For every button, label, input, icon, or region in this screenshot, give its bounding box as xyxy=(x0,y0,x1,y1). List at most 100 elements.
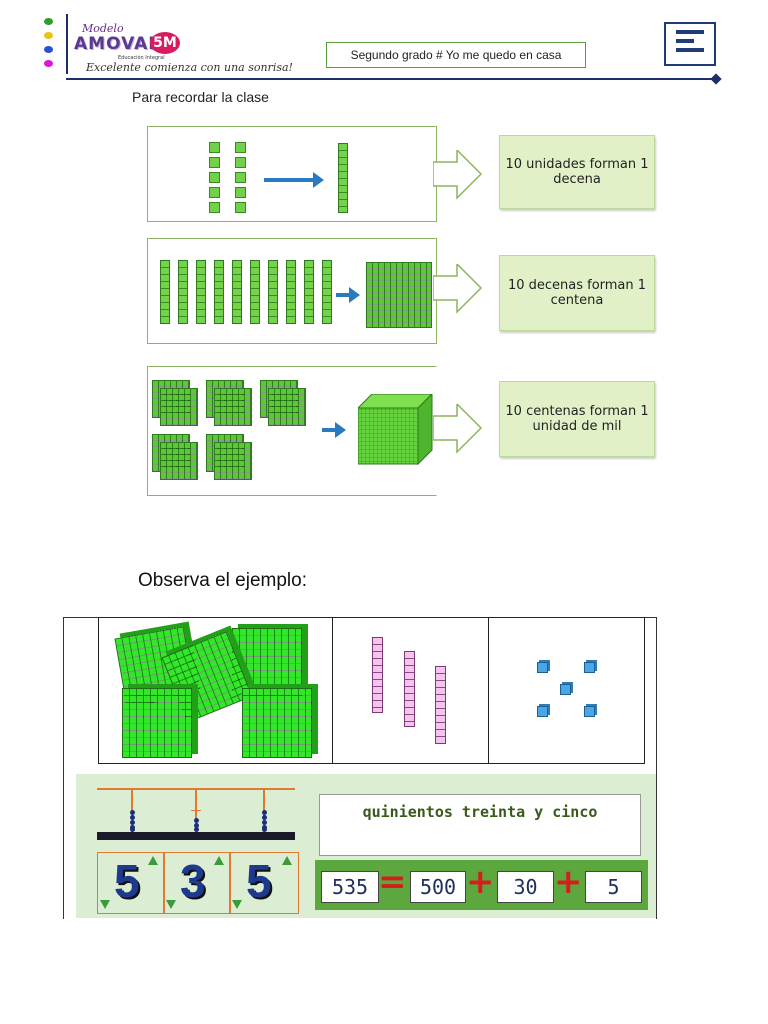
equation-total: 535 xyxy=(321,871,379,903)
concept-panel-units xyxy=(147,126,437,222)
thousand-cube xyxy=(358,394,433,466)
abacus-bead xyxy=(262,810,267,815)
table-divider xyxy=(332,618,333,763)
increment-arrow-icon[interactable] xyxy=(214,856,224,865)
increment-arrow-icon[interactable] xyxy=(282,856,292,865)
big-arrow-icon xyxy=(433,404,483,454)
ten-rod xyxy=(286,260,296,324)
example-table xyxy=(98,617,645,764)
unit-cube xyxy=(235,172,246,183)
concept-box-1: 10 unidades forman 1 decena xyxy=(499,135,655,209)
unit-cube xyxy=(235,187,246,198)
abacus-bead xyxy=(262,827,267,832)
brand-tagline: Excelente comienza con una sonrisa! xyxy=(86,61,293,74)
brand-badge: 5M xyxy=(150,32,180,54)
ten-rod xyxy=(196,260,206,324)
big-arrow-icon xyxy=(433,150,483,200)
hundred-flat xyxy=(214,442,252,480)
plus-sign: + xyxy=(466,862,495,902)
digit-cell-hundreds xyxy=(97,852,165,914)
ten-rod xyxy=(304,260,314,324)
increment-arrow-icon[interactable] xyxy=(148,856,158,865)
abacus-tick xyxy=(191,810,201,811)
hundred-flat xyxy=(160,442,198,480)
big-arrow-icon xyxy=(433,264,483,314)
ten-rod xyxy=(250,260,260,324)
ten-rod xyxy=(214,260,224,324)
decrement-arrow-icon[interactable] xyxy=(166,900,176,909)
number-in-words: quinientos treinta y cinco xyxy=(319,794,641,856)
blue-arrow-icon xyxy=(264,172,324,188)
ten-rod xyxy=(268,260,278,324)
unit-cube xyxy=(209,187,220,198)
unit-cube xyxy=(235,142,246,153)
abacus-bead xyxy=(194,827,199,832)
unit-cubes xyxy=(205,140,255,218)
grade-title: Segundo grado # Yo me quedo en casa xyxy=(326,42,586,68)
brand-subtitle: Educación Integral xyxy=(118,55,165,61)
digit-tens: 3 xyxy=(180,855,206,907)
abacus-bead xyxy=(130,827,135,832)
magenta-dot-icon xyxy=(44,60,53,67)
decrement-arrow-icon[interactable] xyxy=(232,900,242,909)
abacus-bead xyxy=(262,820,267,825)
unit-cube xyxy=(209,172,220,183)
ten-rods-group xyxy=(158,258,338,328)
icon-bar xyxy=(676,39,694,43)
abacus-bead xyxy=(262,815,267,820)
unit-cube-blue xyxy=(584,706,595,717)
decrement-arrow-icon[interactable] xyxy=(100,900,110,909)
hundred-flat xyxy=(366,262,432,328)
document-icon xyxy=(664,22,716,66)
hundred-block xyxy=(122,688,192,758)
concept-box-2: 10 decenas forman 1 centena xyxy=(499,255,655,331)
header-vertical-rule xyxy=(66,14,68,74)
abacus-bead xyxy=(130,815,135,820)
digit-hundreds: 5 xyxy=(114,855,140,907)
ten-rod xyxy=(160,260,170,324)
example-heading: Observa el ejemplo: xyxy=(138,570,307,591)
ten-rod-pink xyxy=(435,666,446,744)
ten-rod xyxy=(178,260,188,324)
unit-cube xyxy=(209,202,220,213)
unit-cube-blue xyxy=(537,662,548,673)
example-frame-left xyxy=(63,617,64,919)
ten-rod-pink xyxy=(404,651,415,727)
intro-text: Para recordar la clase xyxy=(132,89,269,105)
abacus-bead xyxy=(130,820,135,825)
ten-rod-pink xyxy=(372,637,383,713)
brand-logo: AMOVAK xyxy=(74,34,163,54)
abacus-bead xyxy=(194,818,199,823)
digit-units: 5 xyxy=(246,855,272,907)
unit-cube-blue xyxy=(560,684,571,695)
hundred-flat xyxy=(160,388,198,426)
icon-bar xyxy=(676,30,704,34)
blue-arrow-icon xyxy=(336,287,360,303)
hundred-flat xyxy=(214,388,252,426)
digit-cell-units xyxy=(229,852,299,914)
equals-sign: = xyxy=(378,862,407,902)
ten-rod xyxy=(232,260,242,324)
yellow-dot-icon xyxy=(44,32,53,39)
unit-cube xyxy=(209,142,220,153)
unit-cube xyxy=(235,202,246,213)
abacus-bead xyxy=(194,823,199,828)
hundred-stacks xyxy=(152,380,312,480)
example-frame-right xyxy=(656,617,657,919)
unit-cube-blue xyxy=(537,706,548,717)
ten-rod xyxy=(322,260,332,324)
concept-box-3: 10 centenas forman 1 unidad de mil xyxy=(499,381,655,457)
hundred-block xyxy=(242,688,312,758)
abacus-bead xyxy=(130,810,135,815)
blue-arrow-icon xyxy=(322,422,346,438)
table-divider xyxy=(488,618,489,763)
unit-cube xyxy=(235,157,246,168)
icon-bar xyxy=(676,48,704,52)
equation-hundreds: 500 xyxy=(410,871,466,903)
header-horizontal-rule xyxy=(66,78,716,80)
green-dot-icon xyxy=(44,18,53,25)
abacus xyxy=(97,786,297,846)
equation-tens: 30 xyxy=(497,871,554,903)
plus-sign: + xyxy=(554,862,583,902)
brand-top: Modelo xyxy=(82,22,124,35)
